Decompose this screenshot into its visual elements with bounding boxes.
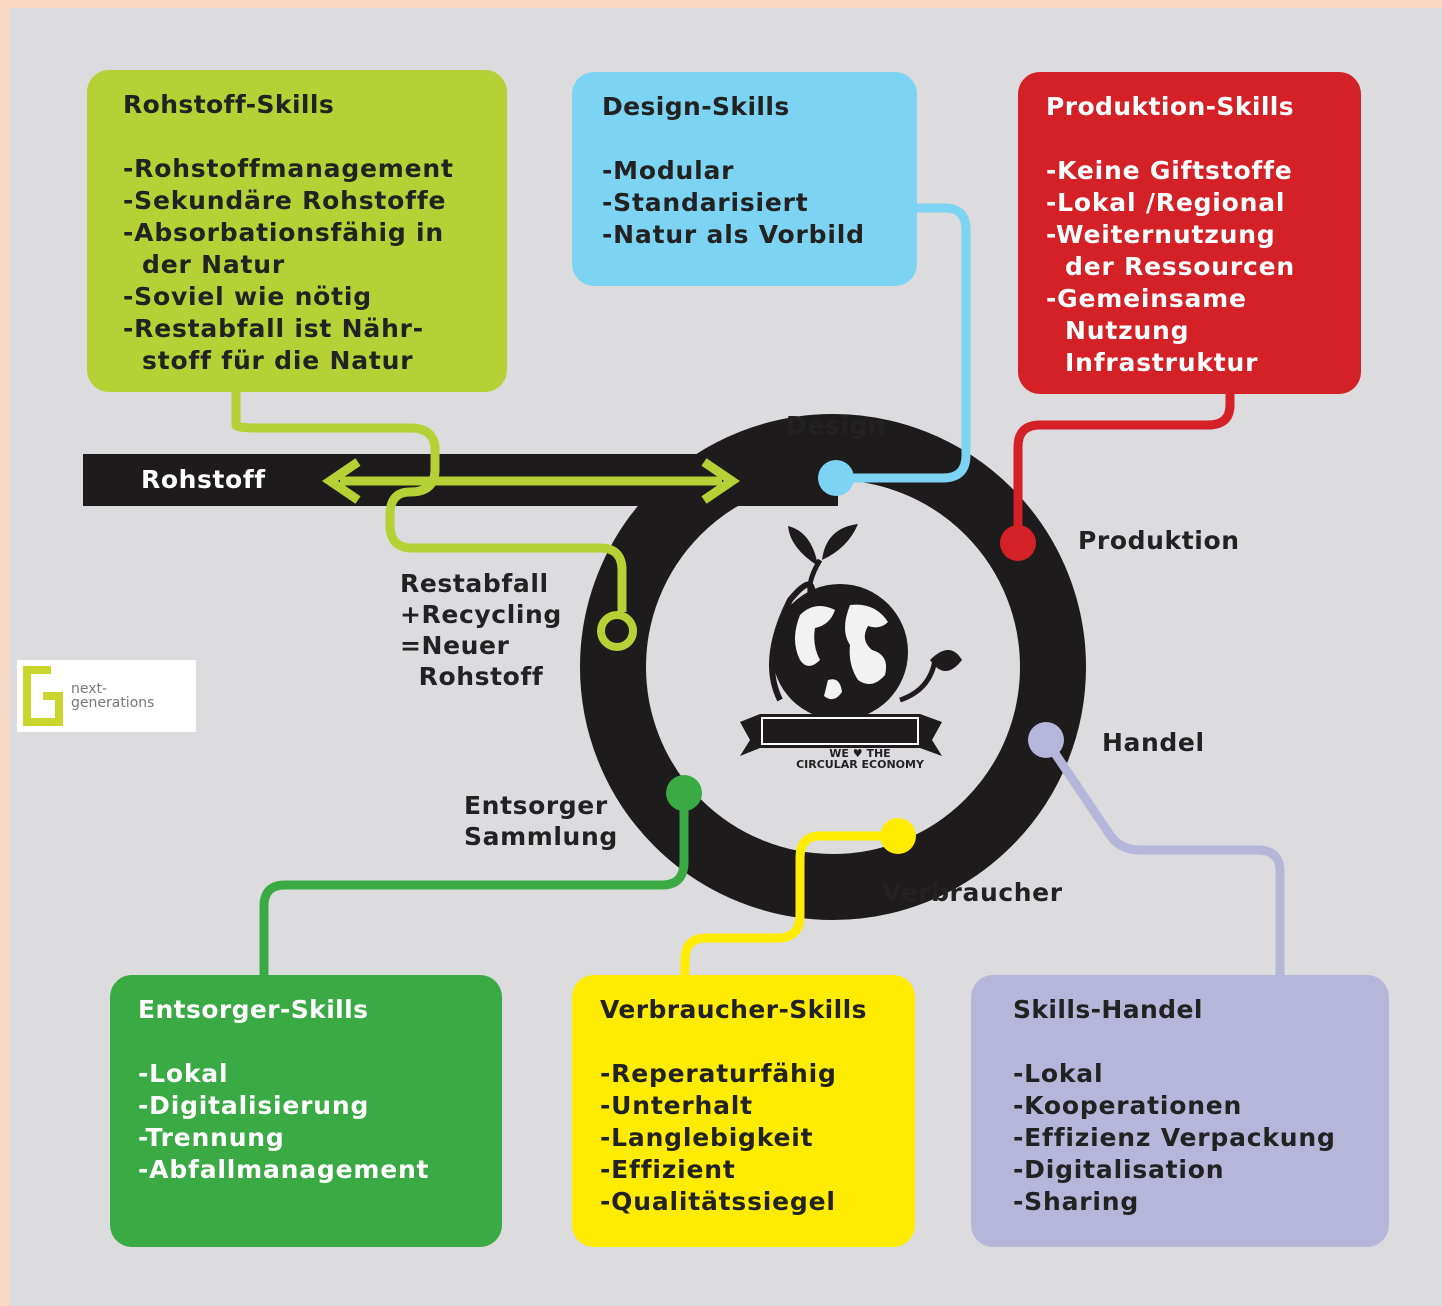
list-item: Nutzung xyxy=(1046,316,1190,345)
list-item: -Effizient xyxy=(600,1155,736,1184)
produktion-connector xyxy=(1013,392,1235,540)
station-label-produktion: Produktion xyxy=(1078,526,1240,555)
list-item: -Sharing xyxy=(1013,1187,1140,1216)
globe-swoosh-right xyxy=(899,659,938,703)
produktion-skills-list: -Keine Giftstoffe -Lokal /Regional -Weit… xyxy=(1046,155,1361,379)
list-item: -Gemeinsame xyxy=(1046,284,1247,313)
rohstoff-skills-list: -Rohstoffmanagement -Sekundäre Rohstoffe… xyxy=(123,153,507,377)
produktion-station xyxy=(1000,525,1036,561)
leaf-left xyxy=(788,526,818,566)
handel-skills-list: -Lokal -Kooperationen -Effizienz Verpack… xyxy=(1013,1058,1389,1218)
entsorger-station xyxy=(666,775,702,811)
design-skills-list: -Modular -Standarisiert -Natur als Vorbi… xyxy=(602,155,917,251)
rohstoff-skills-box: Rohstoff-Skills -Rohstoffmanagement -Sek… xyxy=(87,70,507,392)
verbraucher-skills-list: -Reperaturfähig -Unterhalt -Langlebigkei… xyxy=(600,1058,915,1218)
emblem-banner xyxy=(740,714,942,756)
logo-icon xyxy=(23,666,63,726)
list-item: -Keine Giftstoffe xyxy=(1046,156,1293,185)
globe-icon xyxy=(772,584,908,720)
handel-station xyxy=(1028,722,1064,758)
entsorger-skills-list: -Lokal -Digitalisierung -Trennung -Abfal… xyxy=(138,1058,502,1186)
list-item: -Digitalisierung xyxy=(138,1091,370,1120)
list-item: der Natur xyxy=(123,250,285,279)
design-connector xyxy=(838,203,971,483)
emblem-banner-text: WE ♥ THE xyxy=(829,747,891,760)
entsorger-skills-title: Entsorger-Skills xyxy=(138,995,369,1024)
rohstoff-connector xyxy=(231,390,627,612)
list-item: -Trennung xyxy=(138,1123,285,1152)
emblem-text: WE ♥ THE CIRCULAR ECONOMY xyxy=(760,748,960,770)
emblem-sub-text: CIRCULAR ECONOMY xyxy=(796,758,924,771)
arrow-head-right xyxy=(701,458,741,504)
handel-skills-box: Skills-Handel -Lokal -Kooperationen -Eff… xyxy=(971,975,1389,1247)
rohstoff-skills-title: Rohstoff-Skills xyxy=(123,90,335,119)
list-item: Infrastruktur xyxy=(1046,348,1259,377)
list-item: -Sekundäre Rohstoffe xyxy=(123,186,447,215)
globe-continent-c xyxy=(824,679,842,700)
list-item: -Langlebigkeit xyxy=(600,1123,814,1152)
list-item: -Kooperationen xyxy=(1013,1091,1243,1120)
list-item: -Effizienz Verpackung xyxy=(1013,1123,1336,1152)
restabfall-station xyxy=(597,611,637,651)
next-generations-logo: next- generations xyxy=(17,660,196,732)
list-item: -Lokal xyxy=(1013,1059,1104,1088)
leaf-right xyxy=(822,524,858,560)
handel-connector xyxy=(1042,737,1285,975)
produktion-skills-box: Produktion-Skills -Keine Giftstoffe -Lok… xyxy=(1018,72,1361,394)
list-item: stoff für die Natur xyxy=(123,346,414,375)
earth-emblem xyxy=(740,524,962,756)
station-label-verbraucher: Verbraucher xyxy=(882,878,1063,907)
list-item: -Rohstoffmanagement xyxy=(123,154,454,183)
station-label-entsorger: Entsorger Sammlung xyxy=(464,791,618,851)
list-item: -Abfallmanagement xyxy=(138,1155,430,1184)
verbraucher-connector xyxy=(680,831,898,975)
verbraucher-skills-box: Verbraucher-Skills -Reperaturfähig -Unte… xyxy=(572,975,915,1247)
logo-text: next- generations xyxy=(71,681,155,711)
entsorger-connector xyxy=(259,793,689,975)
verbraucher-skills-title: Verbraucher-Skills xyxy=(600,995,867,1024)
list-item: -Weiternutzung xyxy=(1046,220,1276,249)
handel-skills-title: Skills-Handel xyxy=(1013,995,1203,1024)
design-skills-title: Design-Skills xyxy=(602,92,790,121)
list-item: -Standarisiert xyxy=(602,188,809,217)
leaf-small xyxy=(930,650,962,671)
list-item: -Natur als Vorbild xyxy=(602,220,865,249)
globe-swoosh xyxy=(769,581,816,702)
design-skills-box: Design-Skills -Modular -Standarisiert -N… xyxy=(572,72,917,286)
produktion-skills-title: Produktion-Skills xyxy=(1046,92,1295,121)
emblem-banner-inner xyxy=(761,717,919,745)
arrow-head-left xyxy=(321,458,361,504)
list-item: -Unterhalt xyxy=(600,1091,753,1120)
entsorger-skills-box: Entsorger-Skills -Lokal -Digitalisierung… xyxy=(110,975,502,1247)
list-item: -Soviel wie nötig xyxy=(123,282,372,311)
station-label-handel: Handel xyxy=(1102,728,1205,757)
list-item: -Restabfall ist Nähr- xyxy=(123,314,424,343)
design-station xyxy=(818,460,854,496)
list-item: der Ressourcen xyxy=(1046,252,1295,281)
globe-continent-a xyxy=(795,606,835,666)
list-item: -Modular xyxy=(602,156,735,185)
station-label-design: Design xyxy=(786,411,887,440)
list-item: -Digitalisation xyxy=(1013,1155,1225,1184)
list-item: -Absorbationsfähig in xyxy=(123,218,445,247)
list-item: -Reperaturfähig xyxy=(600,1059,837,1088)
verbraucher-station xyxy=(880,818,916,854)
list-item: -Lokal xyxy=(138,1059,229,1088)
globe-continent-b xyxy=(845,604,888,684)
circular-ring xyxy=(580,414,1086,920)
list-item: -Lokal /Regional xyxy=(1046,188,1286,217)
station-label-restabfall: Restabfall +Recycling =Neuer Rohstoff xyxy=(400,569,562,691)
list-item: -Qualitätssiegel xyxy=(600,1187,836,1216)
station-label-rohstoff: Rohstoff xyxy=(141,465,266,494)
